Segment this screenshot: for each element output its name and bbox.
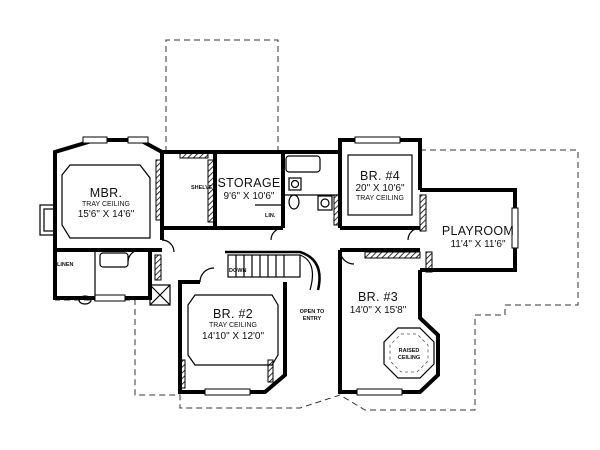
tray-ceilings: [61, 154, 413, 366]
closet-hatch: [419, 194, 427, 232]
closet-hatch: [425, 251, 433, 273]
br2-name: BR. #2: [213, 307, 253, 321]
toilet: [288, 194, 300, 210]
mbr-tray-ceiling: [61, 164, 151, 239]
br3-dims: 14'0" X 15'8": [350, 305, 407, 316]
br2-dims: 14'10" X 12'0": [202, 331, 265, 342]
toilet: [78, 295, 92, 305]
window: [94, 294, 126, 302]
window: [204, 388, 251, 396]
raised-ceiling-bay: [383, 327, 435, 379]
ceiling-label: CEILING: [398, 355, 420, 361]
down-label: DOWN: [229, 268, 246, 274]
vanity-sink: [99, 252, 129, 268]
closet-hatch: [364, 251, 421, 259]
closet-hatch: [155, 159, 163, 221]
roof-outline-top: [165, 39, 279, 152]
br3-name: BR. #3: [358, 290, 398, 304]
storage-dims: 9'6" X 10'6": [224, 191, 275, 202]
closet-hatch: [179, 151, 209, 159]
sink: [288, 177, 302, 191]
room-labels: MBR. TRAY CEILING 15'6" X 14'6" SHELVES …: [57, 169, 514, 361]
mbr-note: TRAY CEILING: [82, 201, 130, 208]
window: [511, 207, 519, 249]
window: [127, 136, 149, 144]
storage-name: STORAGE: [218, 176, 281, 190]
raised-ceiling-octagon: [383, 327, 435, 379]
br4-dims: 20" X 10'6": [355, 183, 404, 194]
door-swing: [161, 239, 175, 253]
door-swing: [407, 227, 421, 241]
bathtub: [285, 155, 321, 173]
closet-hatch: [333, 194, 341, 226]
playroom-name: PLAYROOM: [442, 224, 514, 238]
raised-label: RAISED: [399, 348, 420, 354]
lin-label: LIN.: [265, 213, 276, 219]
closet-hatches: [154, 151, 433, 389]
mbr-name: MBR.: [90, 186, 122, 200]
door-swing: [270, 227, 284, 241]
window: [356, 388, 403, 396]
br4-name: BR. #4: [360, 169, 400, 183]
door-swing: [127, 249, 141, 263]
door-swing: [339, 249, 355, 265]
window: [82, 136, 108, 144]
staircase: [225, 250, 321, 291]
roof-outline-left: [55, 299, 136, 335]
stair-curve: [299, 254, 313, 291]
windows: [82, 136, 519, 396]
top-wall: [162, 138, 422, 190]
closet-hatch: [207, 159, 216, 223]
window: [354, 136, 401, 144]
sink-bowl: [320, 198, 330, 208]
stair-run: [227, 254, 301, 278]
mbr-dims: 15'6" X 14'6": [78, 209, 135, 220]
sink-bowl: [290, 179, 300, 189]
br2-tray-ceiling: [187, 294, 279, 366]
linen-label: LINEN: [57, 262, 74, 268]
open-to-label: OPEN TO: [300, 309, 325, 315]
shower-mark: [149, 284, 171, 306]
br4-tray-ceiling: [347, 154, 413, 216]
shower: [149, 284, 171, 306]
door-swing: [199, 267, 215, 283]
closet-hatch: [267, 359, 274, 383]
br4-note: TRAY CEILING: [356, 195, 404, 202]
roof-outline-right: [134, 149, 579, 411]
stair-rail: [225, 250, 321, 291]
entry-label: ENTRY: [303, 316, 322, 322]
doors: [127, 227, 421, 283]
playroom-dims: 11'4" X 11'6": [450, 239, 505, 250]
br3-wall: [338, 250, 440, 394]
br2-note: TRAY CEILING: [209, 322, 257, 329]
chimney-inner: [43, 208, 56, 232]
sink: [317, 195, 333, 211]
shelves-label: SHELVES: [191, 185, 217, 191]
closet-hatch: [179, 359, 186, 389]
closet-hatch: [154, 254, 162, 281]
fixtures: [78, 155, 333, 306]
